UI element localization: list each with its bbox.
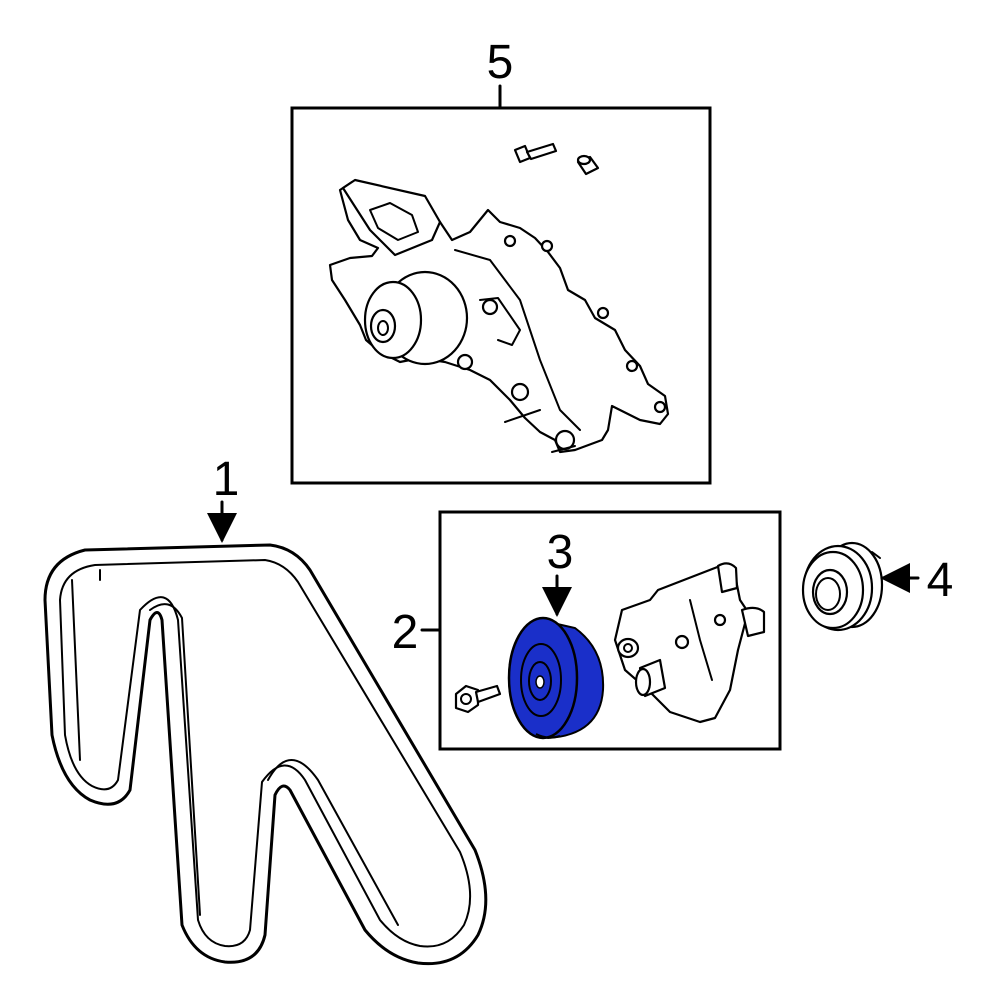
callout-3-label: 3	[547, 526, 574, 579]
dowel-pin-icon	[576, 154, 600, 176]
water-pump-assembly-drawing	[328, 142, 670, 454]
idler-pulley-highlighted	[507, 616, 605, 740]
pulley-drawing	[801, 541, 884, 632]
callout-5-label: 5	[487, 36, 514, 89]
bolt-icon	[513, 142, 558, 164]
tensioner-bracket-drawing	[613, 562, 766, 724]
serpentine-belt-drawing	[43, 543, 488, 966]
callout-2-label: 2	[392, 606, 419, 659]
tensioner-bolt-icon	[454, 684, 502, 714]
callout-4-label: 4	[927, 554, 954, 607]
callout-1-label: 1	[213, 453, 240, 506]
